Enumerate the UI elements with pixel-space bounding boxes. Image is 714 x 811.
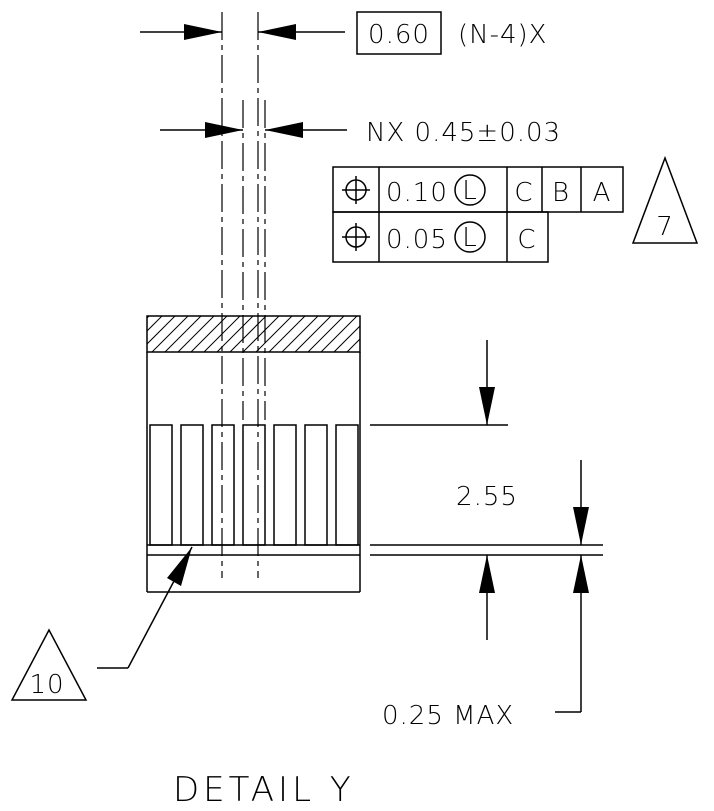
height-dim-value: 2.55 [456, 482, 518, 512]
fcf-row1-datum-3: A [593, 178, 612, 208]
lead-width-callout: NX 0.45±0.03 [366, 118, 561, 148]
fcf-row1-datum-1: C [514, 178, 533, 208]
position-symbol-icon [342, 176, 370, 204]
position-symbol-icon [342, 223, 370, 251]
lmc-modifier-icon [454, 174, 486, 206]
pitch-count: (N-4)X [458, 20, 547, 50]
fcf-row1-datum-2: B [552, 178, 570, 208]
fcf-row2-datum-1: C [517, 225, 536, 255]
lead [273, 424, 297, 546]
lmc-modifier-icon [454, 221, 486, 253]
fcf-row2-tolerance: 0.05 [386, 225, 448, 255]
note-flag-7: 7 [631, 155, 699, 244]
note-flag-7-label: 7 [656, 212, 674, 242]
fcf-row2-modifier: L [462, 223, 478, 253]
package-body [146, 315, 361, 593]
lead [242, 424, 266, 546]
fcf-row1-tolerance: 0.10 [386, 178, 448, 208]
lead [335, 424, 359, 546]
standoff-dim-value: 0.25 MAX [382, 701, 514, 731]
lead-array [149, 424, 359, 546]
center-lines [221, 12, 266, 578]
lead [211, 424, 235, 546]
note-flag-10: 10 [10, 546, 193, 701]
hatched-mold-cap [146, 315, 361, 353]
lead [180, 424, 204, 546]
lead [149, 424, 173, 546]
feature-control-frame: 0.10 L C B A 0.05 L C [332, 166, 624, 263]
standoff-dimension: 0.25 MAX [382, 460, 589, 731]
height-dimension: 2.55 [370, 340, 603, 640]
fcf-row1-modifier: L [462, 176, 478, 206]
lead-width-dimension: NX 0.45±0.03 [160, 118, 561, 148]
pitch-value: 0.60 [368, 20, 430, 50]
pitch-dimension: 0.60 (N-4)X [140, 11, 547, 55]
detail-title: DETAIL Y [173, 770, 355, 810]
basic-dimension-box [356, 11, 442, 55]
note-flag-10-label: 10 [29, 670, 64, 700]
lead [304, 424, 328, 546]
